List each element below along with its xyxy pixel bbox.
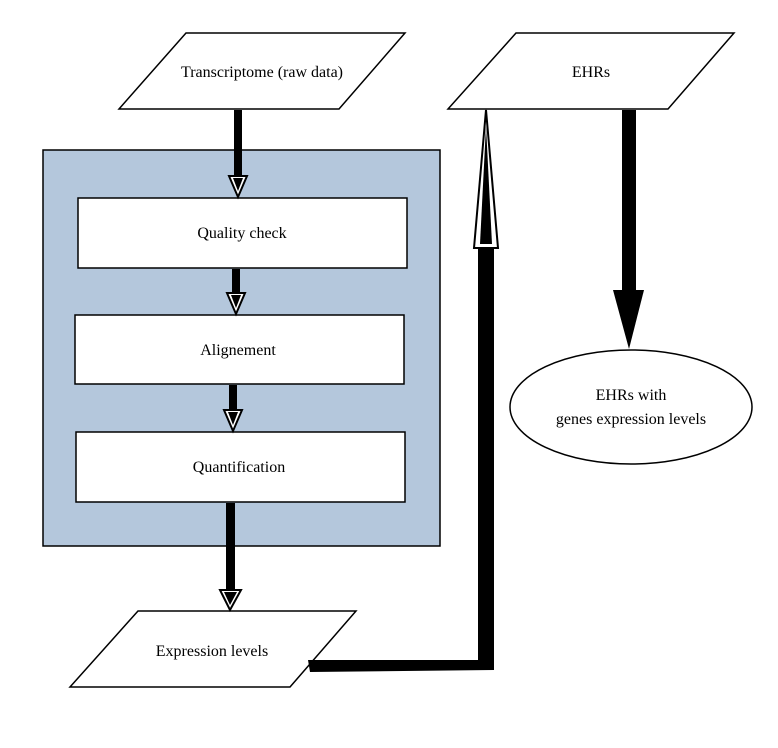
quantification-label: Quantification bbox=[193, 459, 285, 476]
quality-check-label: Quality check bbox=[197, 225, 286, 242]
arrow-transcriptome-to-quality-check bbox=[227, 110, 249, 200]
transcriptome-label: Transcriptome (raw data) bbox=[181, 64, 343, 81]
ehrs-with-label-line1: EHRs with bbox=[596, 387, 667, 404]
quality-check-node: Quality check bbox=[77, 197, 408, 269]
arrow-quality-check-to-alignement bbox=[225, 269, 247, 317]
ehrs-label: EHRs bbox=[572, 64, 610, 81]
ehrs-with-label-line2: genes expression levels bbox=[556, 411, 706, 428]
arrow-ehrs-to-ehrs-with-expression bbox=[613, 110, 644, 349]
arrow-quantification-to-expression-levels bbox=[218, 503, 243, 613]
alignement-label: Alignement bbox=[200, 342, 276, 359]
arrow-alignement-to-quantification bbox=[222, 385, 244, 434]
ehrs-with-expression-node: EHRs with genes expression levels bbox=[509, 349, 753, 465]
ehrs-node: EHRs bbox=[446, 32, 736, 110]
quantification-node: Quantification bbox=[75, 431, 406, 503]
expression-levels-label: Expression levels bbox=[156, 643, 268, 660]
arrow-expression-levels-to-ehrs bbox=[308, 109, 500, 672]
alignement-node: Alignement bbox=[74, 314, 405, 385]
transcriptome-node: Transcriptome (raw data) bbox=[117, 32, 407, 110]
expression-levels-node: Expression levels bbox=[68, 610, 358, 688]
